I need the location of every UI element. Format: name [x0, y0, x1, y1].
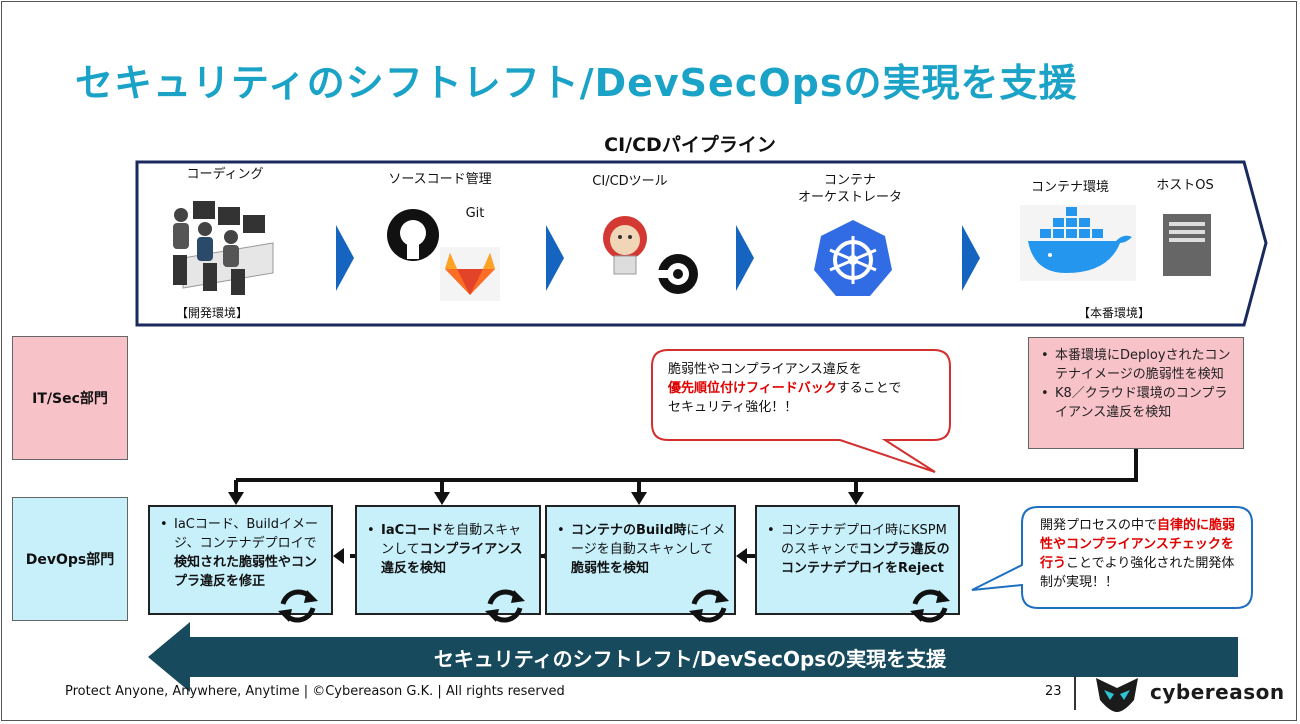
itsec-item-1: 本番環境にDeployされたコンテナイメージの脆弱性を検知	[1041, 346, 1235, 384]
itsec-detection-box: 本番環境にDeployされたコンテナイメージの脆弱性を検知 K8／クラウド環境の…	[1028, 337, 1244, 449]
chevron-2	[546, 225, 564, 291]
devops-box-deploy: コンテナデプロイ時にKSPMのスキャンでコンプラ違反のコンテナデプロイをReje…	[755, 505, 960, 615]
docker-icon	[1020, 205, 1136, 281]
itsec-item-2: K8／クラウド環境のコンプライアンス違反を検知	[1041, 384, 1235, 422]
kubernetes-icon	[814, 220, 892, 296]
brand-name: cybereason	[1150, 680, 1285, 704]
arrow-down-3	[631, 492, 647, 505]
arrow-down-1	[228, 492, 244, 505]
jenkins-circleci-icon	[603, 216, 698, 294]
github-gitlab-icon	[387, 209, 500, 301]
stage-orchestrator-label2: オーケストレータ	[797, 190, 902, 205]
server-icon	[1163, 214, 1211, 276]
arrow-left-3	[333, 548, 344, 564]
stage-container-label: コンテナ環境	[1030, 180, 1109, 195]
stage-hostos-label: ホストOS	[1156, 178, 1214, 193]
devops-box-iac: IaCコードを自動スキャンしてコンプライアンス違反を検知	[355, 505, 541, 615]
devops-box-build: コンテナのBuild時にイメージを自動スキャンして脆弱性を検知	[545, 505, 736, 615]
chevron-3	[736, 225, 754, 291]
stage-orchestrator-label1: コンテナ	[823, 173, 876, 188]
arrow-down-4	[848, 492, 864, 505]
env-dev-label: 【開発環境】	[176, 306, 249, 320]
arrow-down-2	[434, 492, 450, 505]
env-prod-label: 【本番環境】	[1078, 306, 1151, 320]
stage-coding-label: コーディング	[186, 167, 264, 182]
callout-red-text: 脆弱性やコンプライアンス違反を 優先順位付けフィードバックすることで セキュリテ…	[668, 362, 902, 415]
devops-box-fix: IaCコード、Buildイメージ、コンテナデプロイで検知された脆弱性やコンプラ違…	[148, 505, 333, 615]
callout-blue-text: 開発プロセスの中で自律的に脆弱性やコンプライアンスチェックを行うことでより強化さ…	[1040, 518, 1236, 590]
dept-itsec: IT/Sec部門	[12, 336, 128, 460]
page-number: 23	[1045, 684, 1062, 699]
banner-text: セキュリティのシフトレフト/DevSecOpsの実現を支援	[433, 647, 947, 671]
arrow-left-1	[736, 548, 747, 564]
developers-icon	[173, 201, 274, 295]
chevron-4	[962, 225, 980, 291]
chevron-1	[336, 225, 354, 291]
cybereason-logo-icon	[1096, 678, 1138, 712]
pipeline-title: CI/CDパイプライン	[604, 134, 776, 156]
stage-scm-sublabel: Git	[465, 206, 485, 221]
footer-divider	[1074, 676, 1076, 710]
stage-scm-label: ソースコード管理	[388, 172, 492, 187]
stage-cicd-label: CI/CDツール	[592, 174, 668, 189]
dept-devops: DevOps部門	[12, 497, 128, 621]
footer-text: Protect Anyone, Anywhere, Anytime | ©Cyb…	[65, 684, 565, 699]
slide-title: セキュリティのシフトレフト/DevSecOpsの実現を支援	[75, 61, 1078, 105]
